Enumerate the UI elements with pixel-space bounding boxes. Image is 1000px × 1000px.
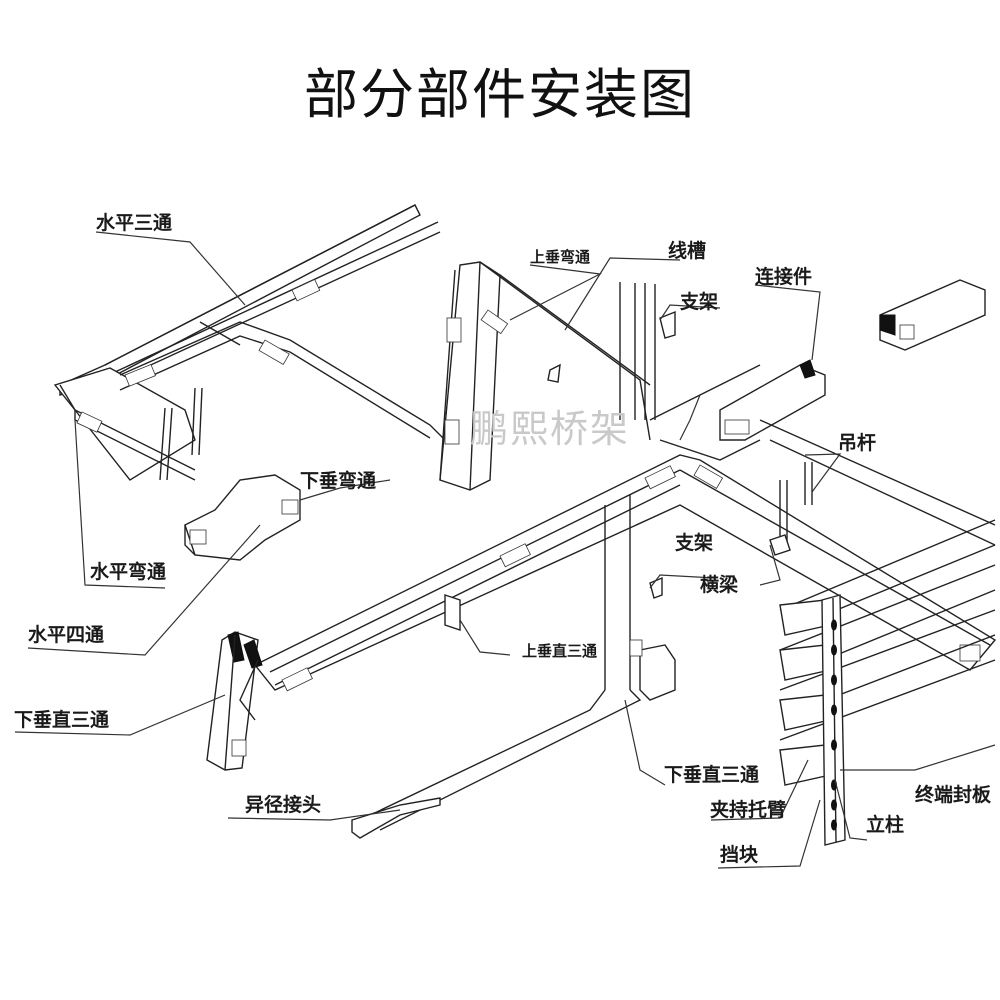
label-down-vertical-elbow: 下垂弯通 xyxy=(300,470,377,492)
label-bracket-top: 支架 xyxy=(680,291,719,313)
brackets xyxy=(444,310,791,631)
hanger-rods-left xyxy=(159,387,203,481)
main-tray xyxy=(253,454,997,692)
label-reducer: 异径接头 xyxy=(245,794,322,816)
diagram-title: 部分部件安装图 xyxy=(304,63,696,126)
label-down-vertical-tee-right: 下垂直三通 xyxy=(664,764,760,786)
end-cap-top-right xyxy=(879,279,986,351)
watermark: 鹏熙桥架 xyxy=(470,407,631,451)
down-vertical-tee-left xyxy=(206,631,263,771)
label-horizontal-tee: 水平三通 xyxy=(96,212,173,234)
label-horizontal-cross: 水平四通 xyxy=(28,624,105,646)
horizontal-cross-part xyxy=(184,474,301,561)
label-down-vertical-tee-left: 下垂直三通 xyxy=(14,709,110,731)
label-stop-block: 挡块 xyxy=(720,844,759,866)
label-column: 立柱 xyxy=(866,814,905,836)
label-crossbeam: 横梁 xyxy=(700,574,739,596)
label-clamp-arm: 夹持托臂 xyxy=(710,799,787,821)
label-connector: 连接件 xyxy=(755,266,813,288)
reducer-part xyxy=(351,797,441,839)
label-up-vertical-tee: 上垂直三通 xyxy=(522,642,598,660)
leader-lines xyxy=(14,231,996,869)
label-end-cap: 终端封板 xyxy=(915,784,992,806)
label-hanger-rod: 吊杆 xyxy=(838,432,877,454)
down-vertical-tee-center xyxy=(359,495,676,831)
center-cross-part xyxy=(649,364,996,546)
label-horizontal-elbow: 水平弯通 xyxy=(90,561,167,583)
right-parallel-trays xyxy=(779,519,996,786)
horizontal-elbow-part xyxy=(53,321,446,481)
hanger-rods-right xyxy=(779,462,813,545)
trunking-post xyxy=(619,282,656,420)
vertical-elbow-part xyxy=(439,261,651,491)
label-cable-trunking: 线槽 xyxy=(668,240,707,262)
connector-part xyxy=(719,359,826,441)
label-bracket-mid: 支架 xyxy=(675,532,714,554)
label-up-vertical-elbow: 上垂弯通 xyxy=(530,248,591,266)
column-part xyxy=(821,594,846,846)
